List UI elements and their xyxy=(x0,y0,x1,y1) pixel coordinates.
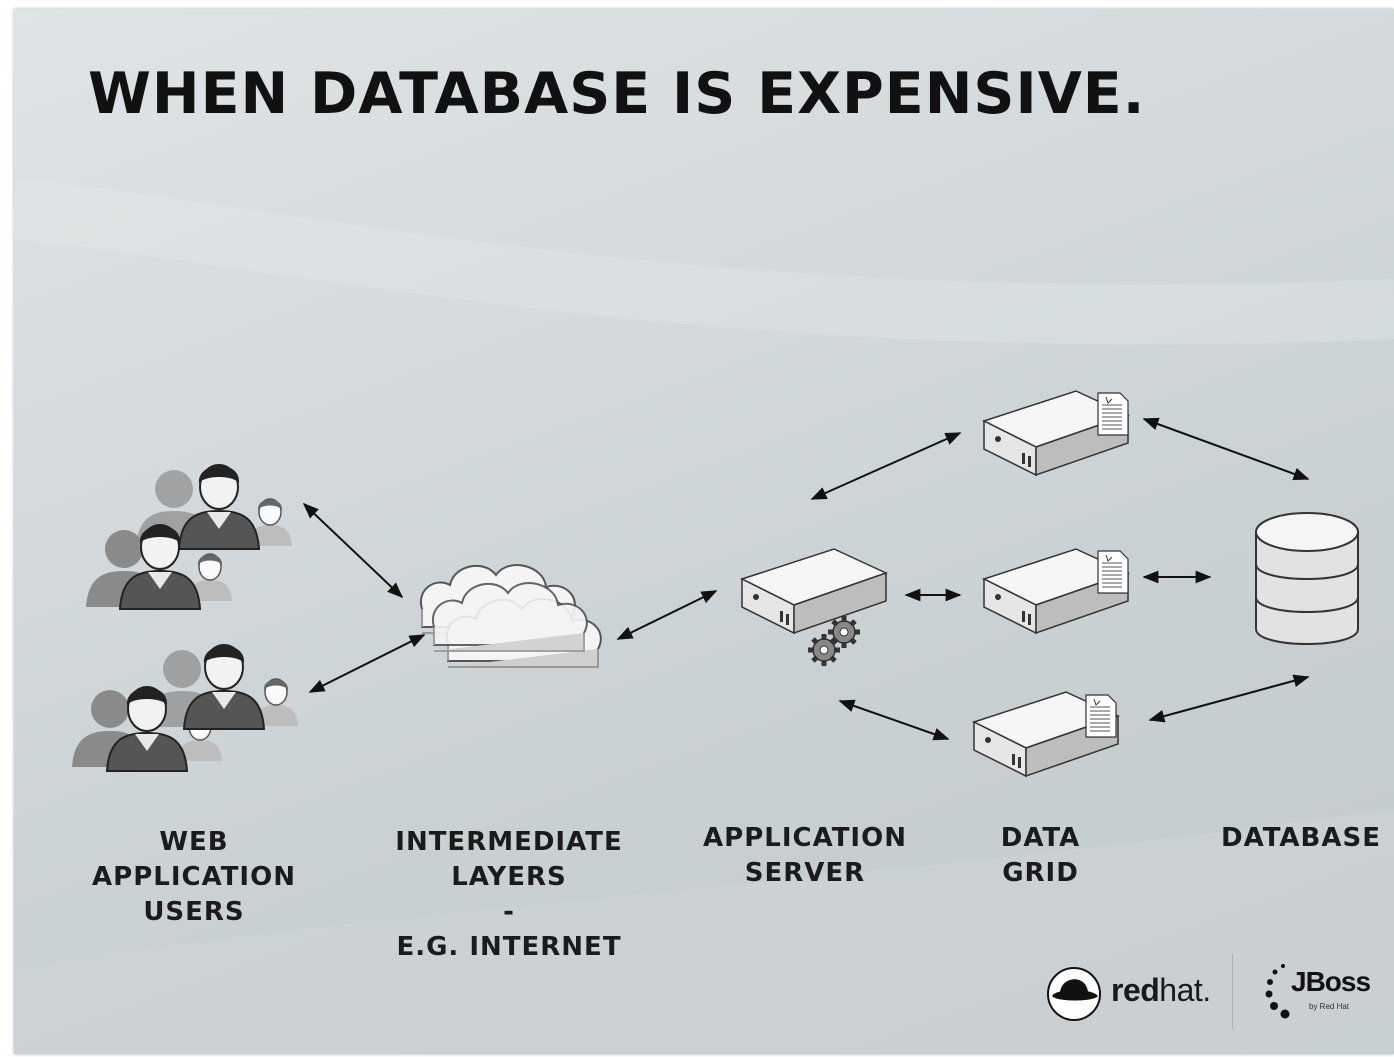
logo-divider xyxy=(1232,954,1233,1029)
label-intermediate-layers: INTERMEDIATE LAYERS - E.G. INTERNET xyxy=(395,827,623,962)
user-group-icon xyxy=(72,644,299,772)
jboss-tagline: by Red Hat xyxy=(1309,1002,1350,1011)
jboss-wordmark: JBoss xyxy=(1291,966,1371,997)
connector-arrows xyxy=(302,417,1310,741)
label-database: DATABASE xyxy=(1221,823,1381,853)
redhat-wordmark: redhat. xyxy=(1111,972,1211,1009)
architecture-diagram xyxy=(72,390,1359,777)
slide-title: WHEN DATABASE IS EXPENSIVE. xyxy=(88,61,1146,127)
cloud-icon xyxy=(419,564,602,668)
slide: WHEN DATABASE IS EXPENSIVE. xyxy=(14,9,1394,1054)
label-data-grid: DATA GRID xyxy=(1000,823,1081,888)
label-web-application-users: WEB APPLICATION USERS xyxy=(92,827,296,927)
redhat-wordmark-regular: hat. xyxy=(1159,972,1211,1008)
document-icon xyxy=(1097,550,1129,594)
label-application-server: APPLICATION SERVER xyxy=(703,823,907,888)
user-group-icon xyxy=(86,464,293,610)
document-icon xyxy=(1097,392,1129,436)
document-icon xyxy=(1085,694,1117,738)
jboss-logo-icon xyxy=(1265,964,1290,1019)
database-icon xyxy=(1255,512,1359,645)
redhat-wordmark-bold: red xyxy=(1111,972,1160,1008)
logo-area: redhat. JBoss by Red Hat xyxy=(1044,944,1394,1054)
redhat-logo-icon xyxy=(1047,967,1101,1021)
server-icon xyxy=(741,548,887,634)
